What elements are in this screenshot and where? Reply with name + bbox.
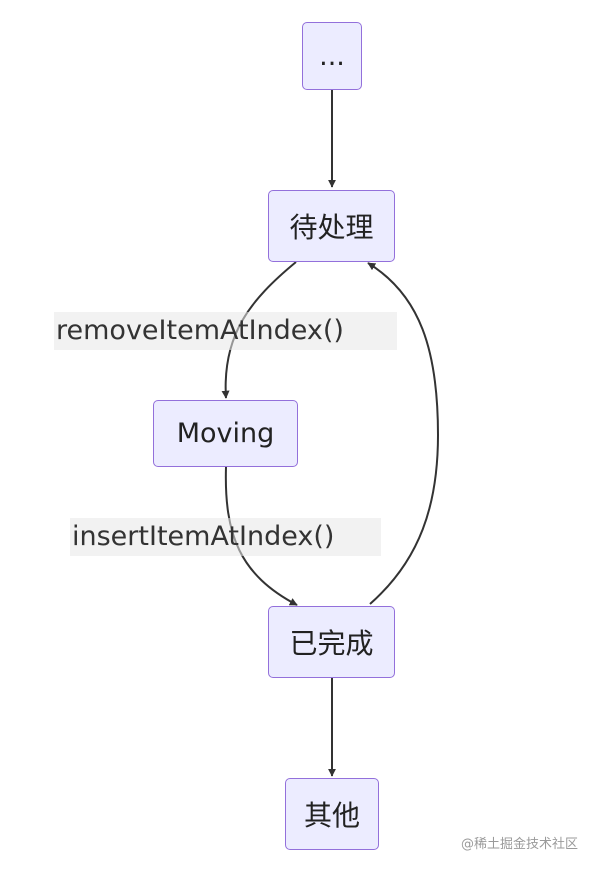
node-done: 已完成 [268, 606, 395, 678]
node-done-label: 已完成 [289, 627, 374, 660]
node-start: ... [302, 22, 362, 90]
node-other: 其他 [285, 778, 379, 850]
node-moving-label: Moving [176, 418, 275, 449]
edge-done-to-pending [367, 262, 440, 605]
node-pending: 待处理 [268, 190, 395, 262]
edge-label-remove: removeItemAtIndex() [54, 312, 397, 350]
node-pending-label: 待处理 [289, 211, 374, 244]
node-moving: Moving [153, 400, 298, 467]
node-start-label: ... [319, 40, 345, 72]
edge-label-insert: insertItemAtIndex() [70, 518, 381, 556]
edge-label-remove-text: removeItemAtIndex() [56, 315, 344, 346]
edge-label-insert-text: insertItemAtIndex() [72, 521, 335, 552]
watermark: @稀土掘金技术社区 [460, 837, 578, 852]
node-other-label: 其他 [303, 799, 360, 832]
